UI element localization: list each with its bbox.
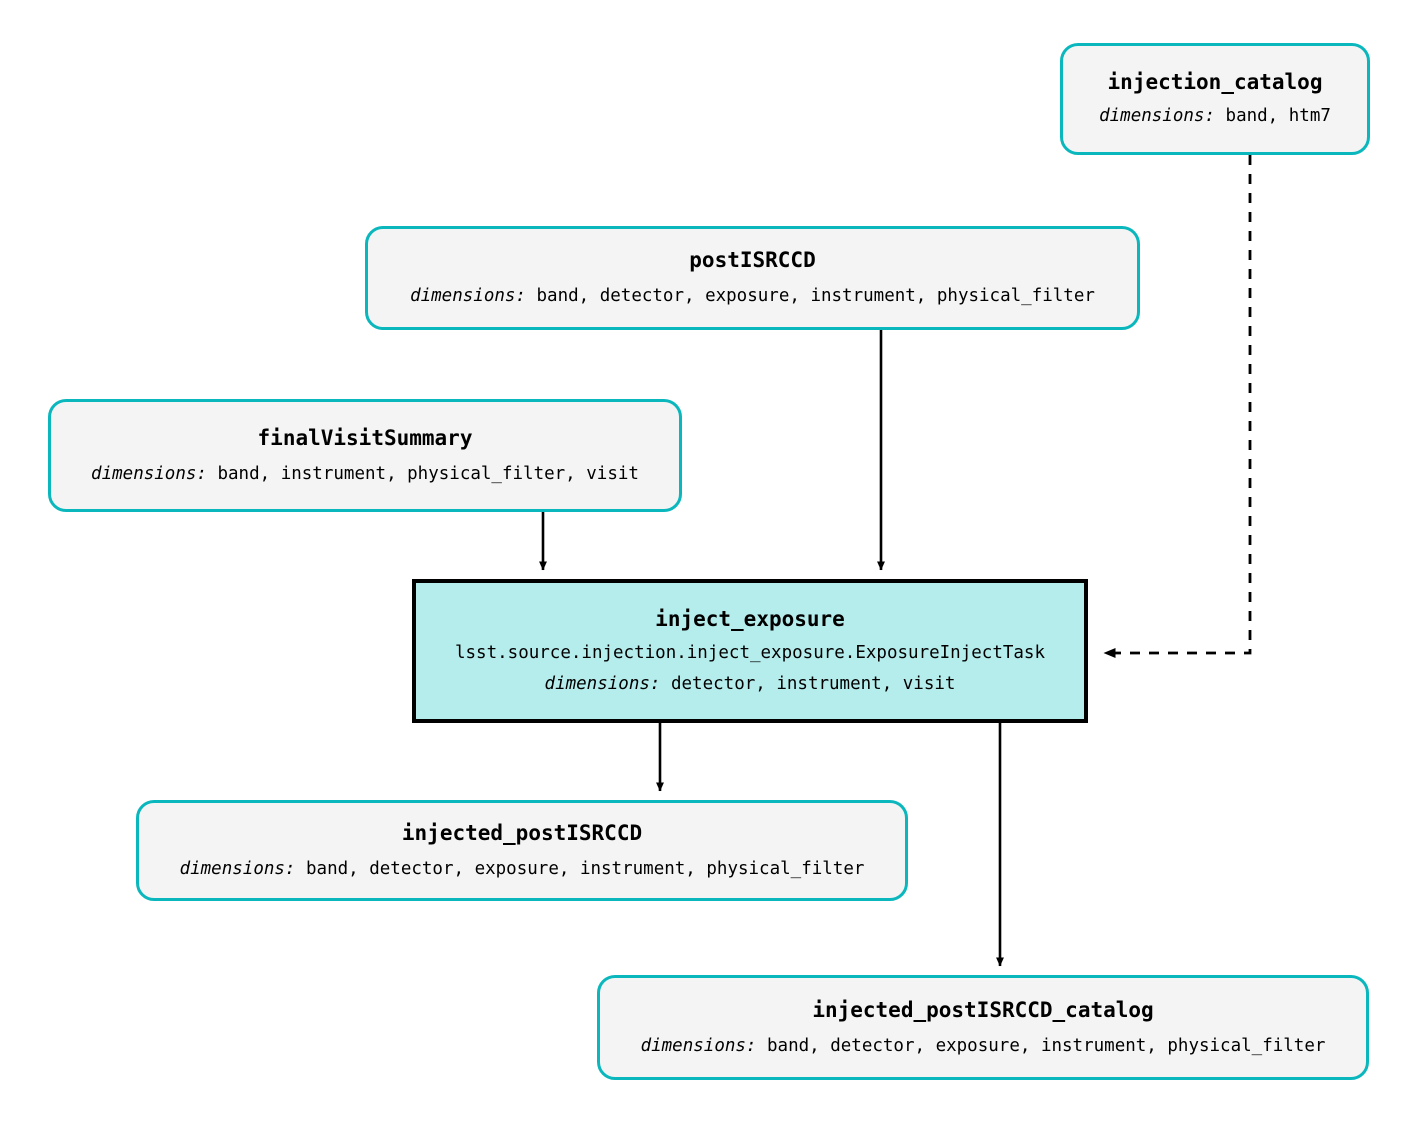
- node-task-classpath: lsst.source.injection.inject_exposure.Ex…: [454, 643, 1045, 664]
- dimensions-label: dimensions:: [91, 463, 207, 484]
- dimensions-label: dimensions:: [544, 673, 661, 694]
- dimensions-label: dimensions:: [1099, 106, 1215, 127]
- node-postisrccd[interactable]: postISRCCD dimensions: band, detector, e…: [365, 226, 1140, 330]
- node-dimensions: dimensions: band, instrument, physical_f…: [91, 463, 639, 484]
- dimensions-label: dimensions:: [640, 1035, 757, 1056]
- dimensions-value: band, detector, exposure, instrument, ph…: [525, 286, 1095, 307]
- dimensions-value: detector, instrument, visit: [660, 673, 956, 694]
- dimensions-value: band, htm7: [1215, 106, 1331, 127]
- node-dimensions: dimensions: band, htm7: [1099, 107, 1331, 126]
- node-injected-postisrccd-catalog[interactable]: injected_postISRCCD_catalog dimensions: …: [597, 975, 1369, 1080]
- node-title: injected_postISRCCD: [401, 820, 643, 845]
- node-injected-postisrccd[interactable]: injected_postISRCCD dimensions: band, de…: [136, 800, 908, 901]
- node-title: injection_catalog: [1107, 70, 1323, 95]
- dimensions-value: band, detector, exposure, instrument, ph…: [756, 1035, 1326, 1056]
- node-dimensions: dimensions: band, detector, exposure, in…: [410, 287, 1095, 306]
- node-dimensions: dimensions: band, detector, exposure, in…: [640, 1035, 1326, 1056]
- node-dimensions: dimensions: detector, instrument, visit: [544, 673, 956, 694]
- node-injection-catalog[interactable]: injection_catalog dimensions: band, htm7: [1060, 43, 1370, 155]
- dimensions-label: dimensions:: [410, 286, 526, 307]
- dimensions-value: band, detector, exposure, instrument, ph…: [295, 858, 865, 879]
- node-title: inject_exposure: [655, 607, 845, 632]
- node-title: finalVisitSummary: [257, 425, 473, 450]
- node-title: injected_postISRCCD_catalog: [812, 997, 1154, 1022]
- node-dimensions: dimensions: band, detector, exposure, in…: [179, 858, 865, 879]
- dimensions-value: band, instrument, physical_filter, visit: [206, 463, 639, 484]
- node-finalvisitsummary[interactable]: finalVisitSummary dimensions: band, inst…: [48, 399, 682, 512]
- dimensions-label: dimensions:: [179, 858, 296, 879]
- node-title: postISRCCD: [689, 248, 816, 273]
- node-inject-exposure-task[interactable]: inject_exposure lsst.source.injection.in…: [412, 579, 1088, 723]
